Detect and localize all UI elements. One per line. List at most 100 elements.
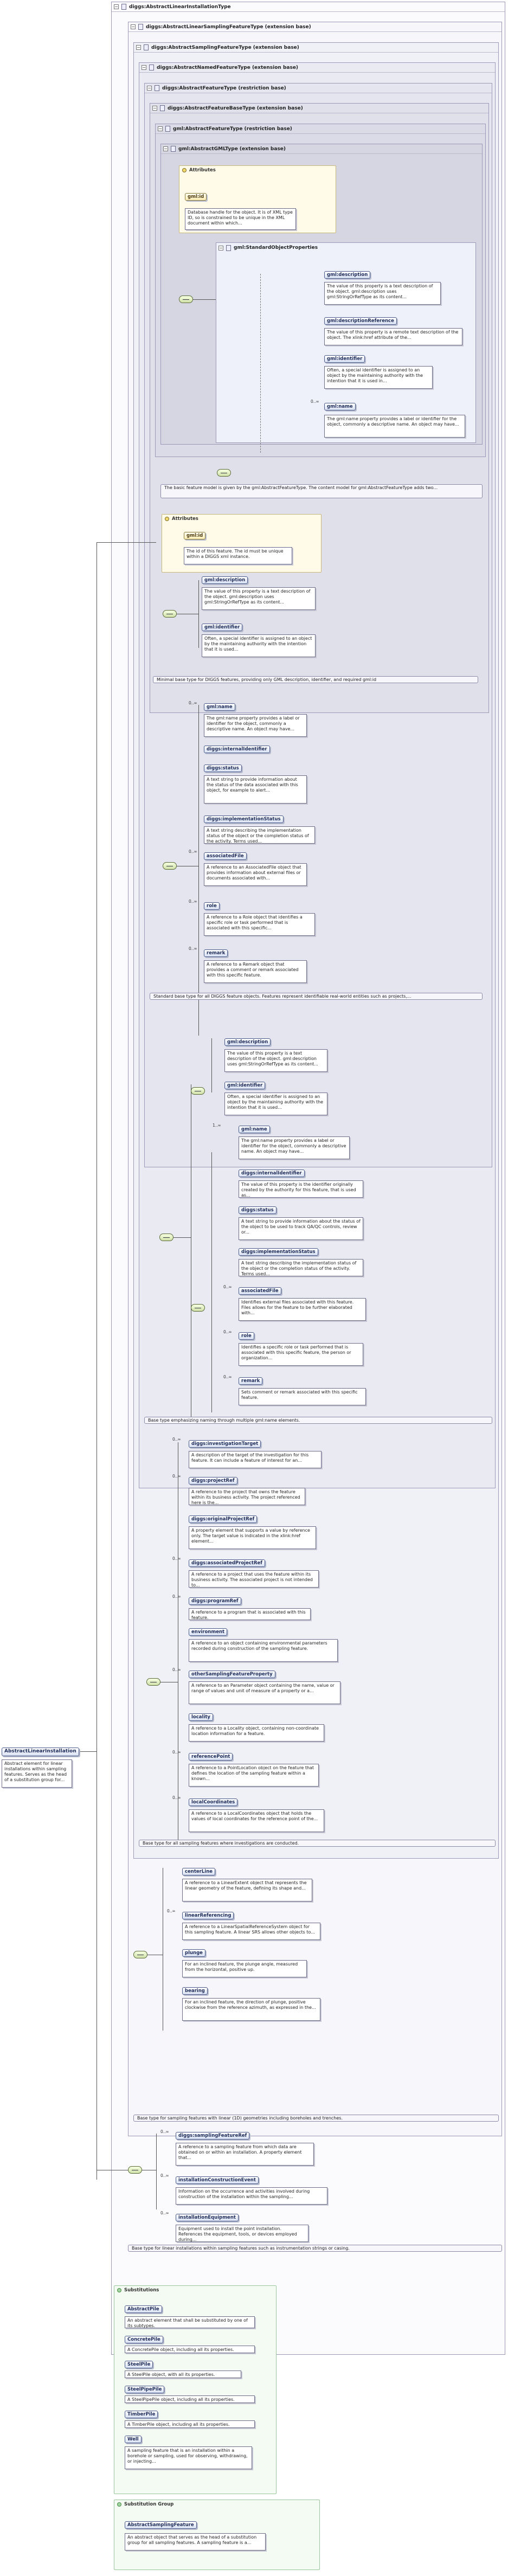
- install-item-sampling-feature-ref[interactable]: diggs:samplingFeatureRef: [176, 2132, 250, 2140]
- sampling-item-project-ref[interactable]: diggs:projectRef: [189, 1477, 237, 1485]
- substitution-timber-pile[interactable]: TimberPile: [125, 2411, 158, 2418]
- named-item-internal-identifier[interactable]: diggs:internalIdentifier: [239, 1170, 305, 1177]
- substitution-steel-pipe-pile[interactable]: SteelPipePile: [125, 2386, 165, 2393]
- sampling-item-other-property[interactable]: otherSamplingFeatureProperty: [189, 1671, 275, 1678]
- named-item-implementation-status[interactable]: diggs:implementationStatus: [239, 1248, 318, 1256]
- sampling-item-environment-desc: A reference to an object containing envi…: [189, 1639, 338, 1662]
- attribute-gml-id[interactable]: gml:id: [184, 532, 206, 539]
- collapse-icon[interactable]: −: [218, 245, 223, 250]
- panel-header[interactable]: −diggs:AbstractLinearSamplingFeatureType…: [128, 22, 501, 32]
- sequence-icon[interactable]: [179, 295, 193, 303]
- collapse-icon[interactable]: −: [142, 65, 146, 70]
- named-item-role[interactable]: role: [239, 1332, 254, 1340]
- install-type-note: Base type for linear installations withi…: [128, 2245, 502, 2252]
- substitution-group-abstract-sampling-feature[interactable]: AbstractSamplingFeature: [125, 2521, 197, 2529]
- cardinality: 0..∞: [160, 2173, 169, 2178]
- sampling-item-associated-project-ref[interactable]: diggs:associatedProjectRef: [189, 1559, 265, 1567]
- named-item-associated-file[interactable]: associatedFile: [239, 1287, 281, 1295]
- base-item-gml-identifier-desc: Often, a special identifier is assigned …: [202, 634, 316, 657]
- named-item-remark-desc: Sets comment or remark associated with t…: [239, 1388, 366, 1405]
- group-icon: [226, 245, 231, 251]
- feature-item-associated-file[interactable]: associatedFile: [204, 852, 247, 860]
- collapse-icon[interactable]: −: [147, 86, 152, 91]
- choice-line: [260, 274, 261, 453]
- feature-item-internal-identifier[interactable]: diggs:internalIdentifier: [204, 746, 270, 753]
- feature-item-implementation-status[interactable]: diggs:implementationStatus: [204, 815, 284, 823]
- sequence-icon[interactable]: [133, 1951, 147, 1958]
- panel-header[interactable]: −diggs:AbstractNamedFeatureType (extensi…: [139, 63, 495, 73]
- sequence-icon[interactable]: [159, 1234, 173, 1241]
- cardinality: 0..∞: [172, 1667, 181, 1672]
- named-item-status[interactable]: diggs:status: [239, 1206, 276, 1214]
- linear-item-center-line[interactable]: centerLine: [182, 1868, 216, 1875]
- substitution-abstract-pile[interactable]: AbstractPile: [125, 2305, 162, 2313]
- linear-item-linear-referencing[interactable]: linearReferencing: [182, 1912, 234, 1919]
- named-item-gml-name[interactable]: gml:name: [239, 1126, 270, 1133]
- panel-title: gml:AbstractGMLType (extension base): [178, 146, 286, 152]
- group-header[interactable]: −gml:StandardObjectProperties: [216, 243, 475, 253]
- linear-item-plunge[interactable]: plunge: [182, 1949, 205, 1957]
- sampling-item-program-ref[interactable]: diggs:programRef: [189, 1597, 241, 1605]
- linear-item-bearing[interactable]: bearing: [182, 1987, 208, 1995]
- sequence-icon[interactable]: [163, 862, 177, 870]
- sampling-item-locality[interactable]: locality: [189, 1713, 213, 1721]
- std-item-gml-name[interactable]: gml:name: [324, 403, 356, 410]
- substitutions-title: Substitutions: [124, 2288, 159, 2293]
- panel-header[interactable]: −diggs:AbstractFeatureType (restriction …: [145, 83, 492, 93]
- attribute-gml-id[interactable]: gml:id: [185, 193, 207, 201]
- sequence-icon[interactable]: [163, 610, 177, 618]
- panel-header[interactable]: −gml:AbstractFeatureType (restriction ba…: [156, 124, 485, 134]
- sampling-item-reference-point[interactable]: referencePoint: [189, 1753, 233, 1761]
- named-item-remark[interactable]: remark: [239, 1377, 263, 1385]
- sampling-item-environment[interactable]: environment: [189, 1628, 228, 1636]
- sequence-icon[interactable]: [191, 1304, 205, 1312]
- collapse-icon[interactable]: −: [163, 146, 168, 151]
- substitution-well[interactable]: Well: [125, 2436, 142, 2443]
- sequence-icon[interactable]: [191, 1087, 205, 1095]
- named-item-associated-file-desc: Identifies external files associated wit…: [239, 1298, 366, 1321]
- std-item-gml-identifier[interactable]: gml:identifier: [324, 355, 365, 363]
- sampling-item-investigation-target[interactable]: diggs:investigationTarget: [189, 1440, 261, 1448]
- substitution-abstract-pile-desc: An abstract element that shall be substi…: [125, 2316, 255, 2328]
- sampling-item-original-project-ref[interactable]: diggs:originalProjectRef: [189, 1515, 258, 1523]
- std-item-gml-description-reference[interactable]: gml:descriptionReference: [324, 317, 397, 325]
- collapse-icon[interactable]: −: [114, 4, 119, 9]
- base-item-gml-description[interactable]: gml:description: [202, 576, 248, 584]
- named-item-role-desc: Identifies a specific role or task perfo…: [239, 1343, 363, 1366]
- sampling-item-local-coordinates-desc: A reference to a LocalCoordinates object…: [189, 1809, 324, 1832]
- sequence-icon[interactable]: [146, 1678, 160, 1686]
- named-item-gml-description[interactable]: gml:description: [224, 1038, 271, 1046]
- feature-item-status[interactable]: diggs:status: [204, 765, 242, 772]
- sequence-icon[interactable]: [217, 469, 231, 477]
- collapse-icon[interactable]: −: [136, 45, 141, 50]
- panel-header[interactable]: −diggs:AbstractLinearInstallationType: [112, 2, 505, 12]
- collapse-icon[interactable]: −: [158, 126, 163, 131]
- feature-item-role[interactable]: role: [204, 902, 220, 910]
- install-item-installation-equipment[interactable]: installationEquipment: [176, 2214, 239, 2221]
- panel-header[interactable]: − gml:AbstractGMLType (extension base): [161, 144, 482, 154]
- panel-header[interactable]: −diggs:AbstractSamplingFeatureType (exte…: [134, 43, 498, 53]
- root-element[interactable]: AbstractLinearInstallation: [2, 1748, 79, 1756]
- collapse-icon[interactable]: −: [152, 106, 157, 111]
- attributes-icon: [182, 168, 187, 172]
- sampling-item-associated-project-ref-desc: A reference to a project that uses the f…: [189, 1570, 319, 1588]
- sequence-icon[interactable]: [128, 2166, 142, 2174]
- base-item-gml-identifier[interactable]: gml:identifier: [202, 624, 243, 631]
- std-item-gml-description[interactable]: gml:description: [324, 271, 371, 279]
- feature-item-gml-name[interactable]: gml:name: [204, 703, 235, 711]
- install-item-construction-event[interactable]: installationConstructionEvent: [176, 2176, 259, 2184]
- sampling-item-reference-point-desc: A reference to a PointLocation object on…: [189, 1764, 319, 1787]
- connector-line: [193, 299, 226, 300]
- diggs-attributes-box: Attributes gml:id The id of this feature…: [162, 514, 321, 573]
- complex-type-icon: [160, 105, 165, 111]
- collapse-icon[interactable]: −: [131, 24, 136, 29]
- panel-header[interactable]: −diggs:AbstractFeatureBaseType (extensio…: [150, 104, 488, 113]
- substitution-concrete-pile[interactable]: ConcretePile: [125, 2336, 163, 2343]
- sampling-item-investigation-target-desc: A description of the target of the inves…: [189, 1451, 321, 1468]
- sampling-item-project-ref-desc: A reference to the project that owns the…: [189, 1488, 305, 1505]
- substitution-steel-pile[interactable]: SteelPile: [125, 2361, 153, 2368]
- cardinality: 0..∞: [160, 2129, 169, 2134]
- feature-item-remark[interactable]: remark: [204, 949, 228, 957]
- sampling-item-local-coordinates[interactable]: localCoordinates: [189, 1798, 238, 1806]
- named-item-gml-identifier[interactable]: gml:identifier: [224, 1082, 266, 1089]
